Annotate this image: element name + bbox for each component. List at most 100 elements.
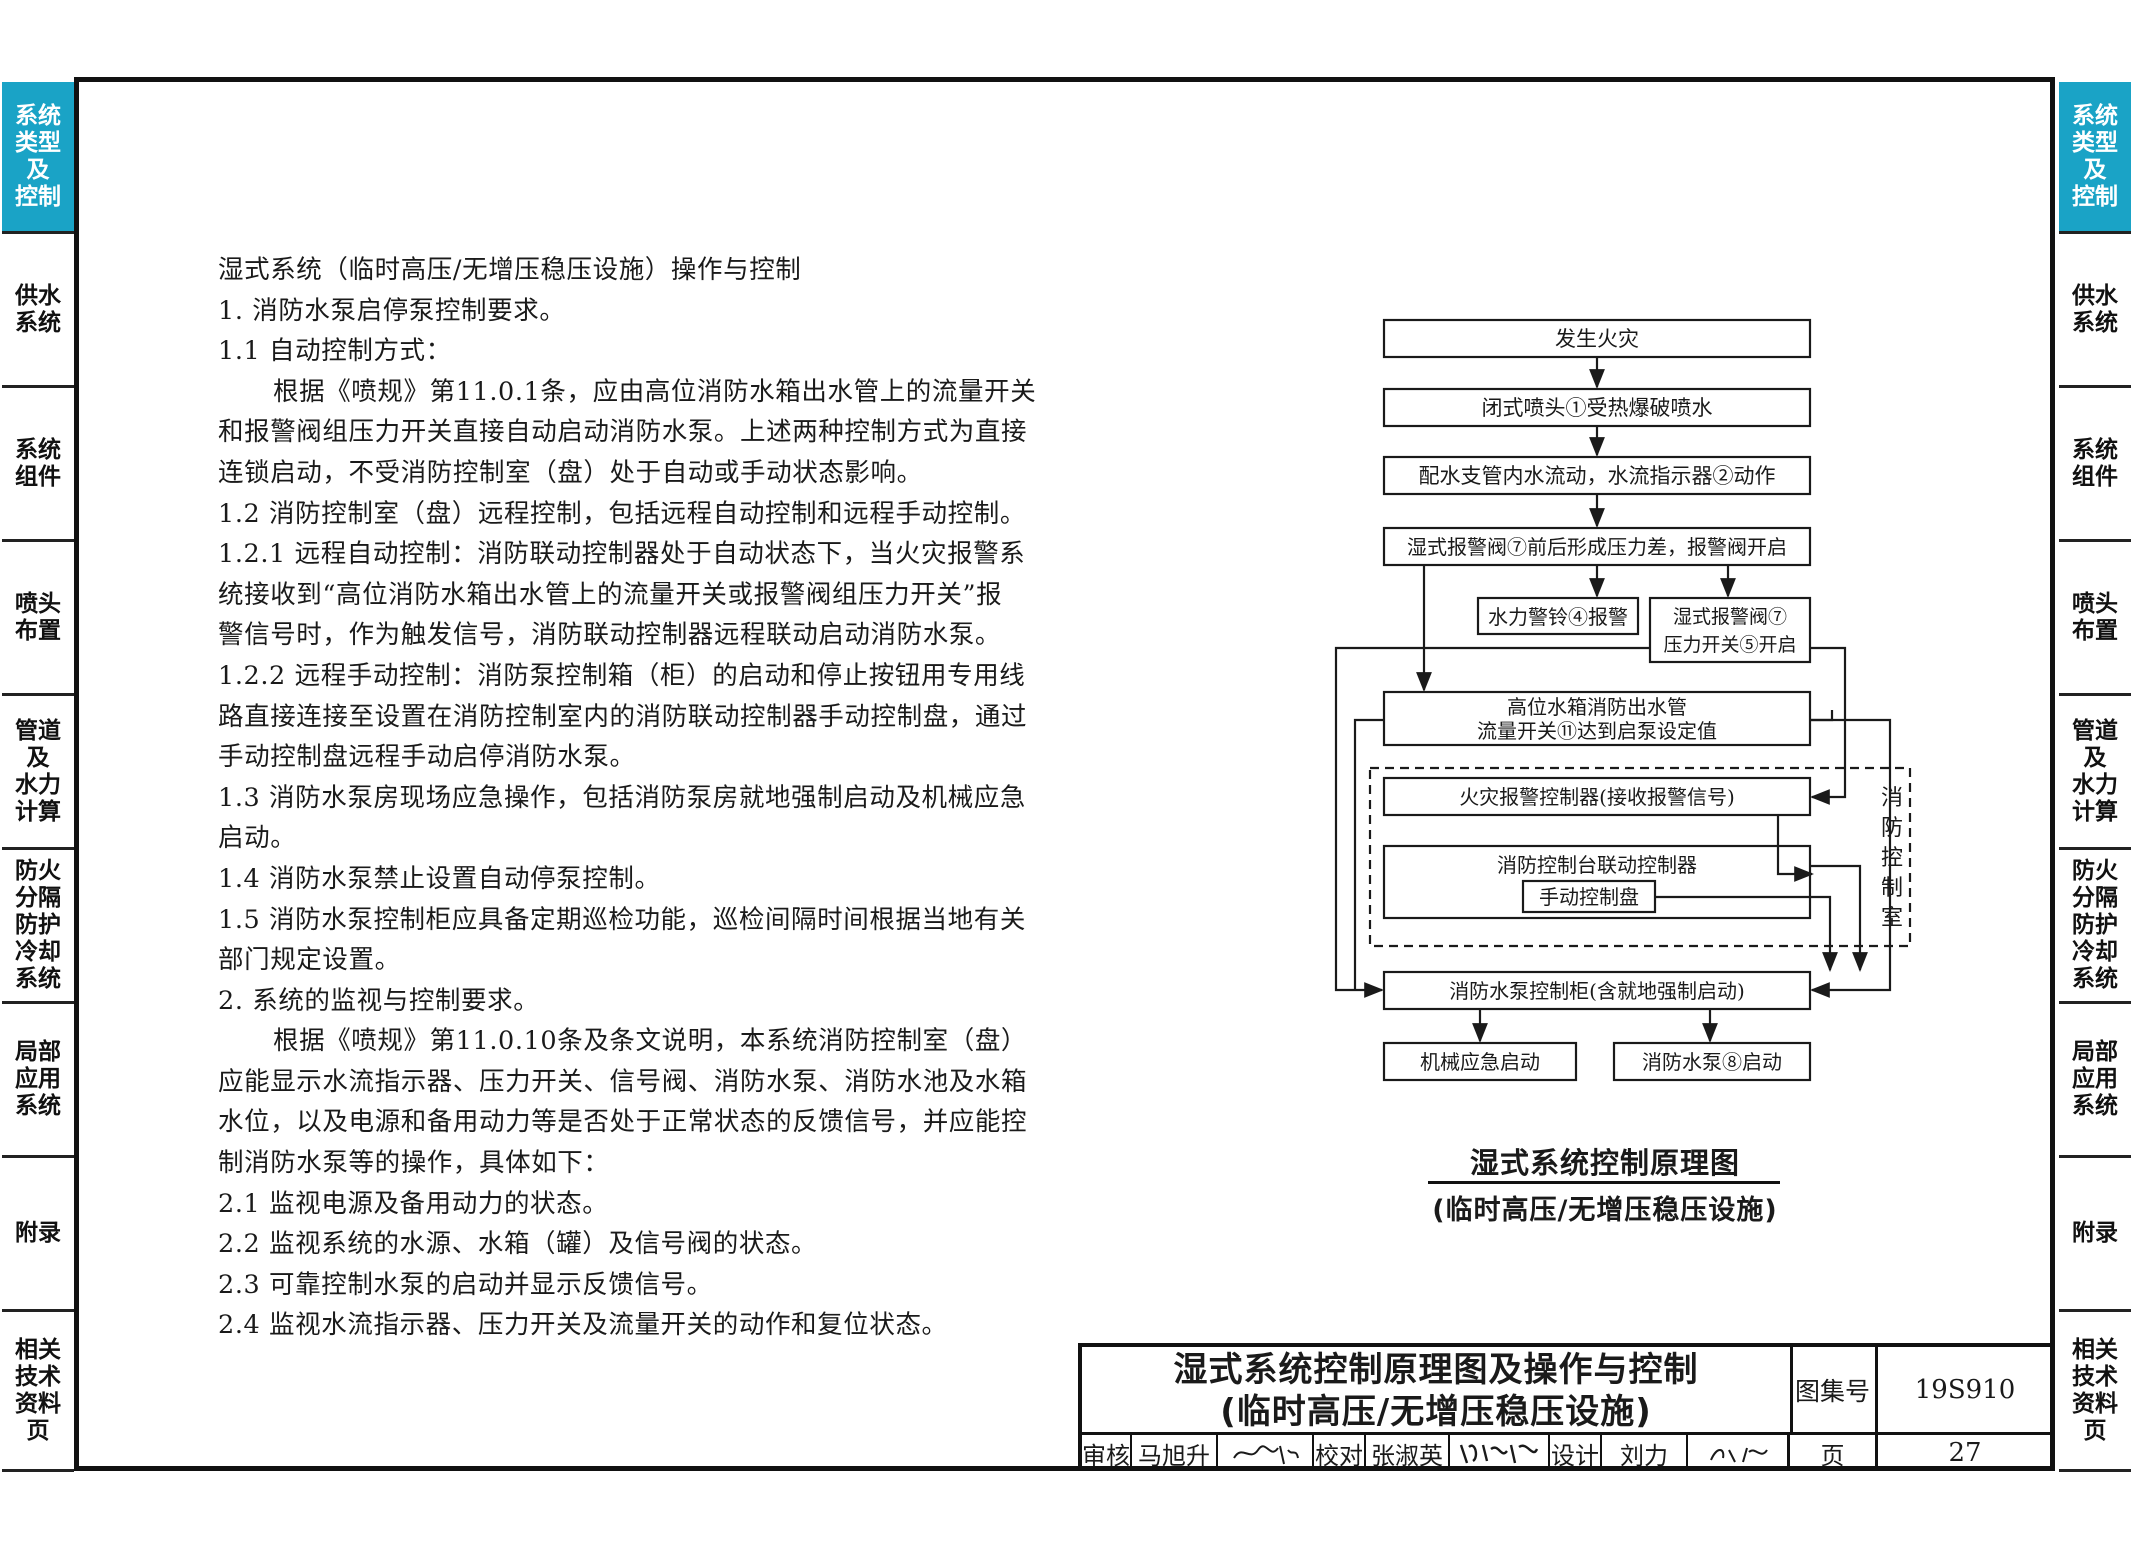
body-text-line: 部门规定设置。: [218, 945, 401, 976]
side-tab-0[interactable]: 系统 类型 及 控制: [2059, 82, 2131, 234]
side-tab-6[interactable]: 局部 应用 系统: [2, 1004, 74, 1158]
body-text-line: 2.4 监视水流指示器、压力开关及流量开关的动作和复位状态。: [218, 1310, 948, 1341]
body-text-line: 1.2.1 远程自动控制：消防联动控制器处于自动状态下，当火灾报警系: [218, 539, 1026, 570]
side-tab-label: 供水 系统: [2072, 282, 2118, 336]
side-tab-label: 相关 技术 资料 页: [2072, 1336, 2118, 1444]
title-block-title: 湿式系统控制原理图及操作与控制 (临时高压/无增压稳压设施): [1082, 1347, 1793, 1432]
check-signature: [1450, 1435, 1550, 1471]
design-label: 设计: [1550, 1435, 1602, 1471]
side-tab-3[interactable]: 喷头 布置: [2059, 542, 2131, 696]
side-tab-0[interactable]: 系统 类型 及 控制: [2, 82, 74, 234]
side-tab-label: 附录: [2072, 1220, 2118, 1246]
side-tab-label: 防火 分隔 防护 冷却 系统: [15, 858, 61, 992]
box-linkage: [1382, 844, 1812, 920]
flow-alarm: 火灾报警控制器(接收报警信号): [1459, 785, 1735, 809]
side-tab-4[interactable]: 管道 及 水力 计算: [2059, 696, 2131, 850]
review-name: 马旭升: [1132, 1435, 1218, 1471]
flow-tank-1: 高位水箱消防出水管: [1507, 695, 1687, 719]
body-text-line: 1.2.2 远程手动控制：消防泵控制箱（柜）的启动和停止按钮用专用线: [218, 660, 1026, 691]
body-text-line: 路直接连接至设置在消防控制室内的消防联动控制器手动控制盘，通过: [218, 701, 1028, 732]
body-text-line: 2.3 可靠控制水泵的启动并显示反馈信号。: [218, 1269, 713, 1300]
title-block-signatures: 审核 马旭升 校对 张淑英 设计 刘力 页 27: [1082, 1432, 2052, 1471]
body-text-line: 和报警阀组压力开关直接自动启动消防水泵。上述两种控制方式为直接: [218, 417, 1028, 448]
body-text-line: 2.1 监视电源及备用动力的状态。: [218, 1188, 609, 1219]
flow-pswitch-2: 压力开关⑤开启: [1663, 634, 1796, 656]
body-text-line: 水位，以及电源和备用动力等是否处于正常状态的反馈信号，并应能控: [218, 1107, 1028, 1138]
body-text-line: 启动。: [218, 823, 297, 854]
review-signature: [1218, 1435, 1314, 1471]
flow-pump: 消防水泵⑧启动: [1642, 1050, 1782, 1074]
box-bell: [1476, 596, 1640, 636]
box-pump: [1612, 1041, 1812, 1082]
box-pressure-switch: [1648, 596, 1812, 664]
side-tab-label: 附录: [15, 1220, 61, 1246]
check-label: 校对: [1314, 1435, 1366, 1471]
side-tab-label: 相关 技术 资料 页: [15, 1336, 61, 1444]
body-text-line: 1.2 消防控制室（盘）远程控制，包括远程自动控制和远程手动控制。: [218, 498, 1026, 529]
atlas-number: 19S910: [1914, 1374, 2016, 1405]
side-tab-8[interactable]: 相关 技术 资料 页: [2059, 1312, 2131, 1472]
body-text-line: 1.5 消防水泵控制柜应具备定期巡检功能，巡检间隔时间根据当地有关: [218, 904, 1026, 935]
box-tank: [1382, 690, 1812, 747]
flow-cabinet: 消防水泵控制柜(含就地强制启动): [1449, 979, 1745, 1003]
review-label: 审核: [1082, 1435, 1132, 1471]
side-tab-4[interactable]: 管道 及 水力 计算: [2, 696, 74, 850]
side-tab-label: 喷头 布置: [15, 590, 61, 644]
drawing-frame: [74, 77, 2055, 1471]
side-tab-label: 系统 组件: [2072, 436, 2118, 490]
body-text-line: 根据《喷规》第11.0.10条及条文说明，本系统消防控制室（盘）: [273, 1026, 1028, 1057]
side-tab-7[interactable]: 附录: [2059, 1158, 2131, 1312]
box-mech: [1382, 1041, 1578, 1082]
check-name: 张淑英: [1366, 1435, 1450, 1471]
body-text-line: 根据《喷规》第11.0.1条，应由高位消防水箱出水管上的流量开关: [273, 376, 1037, 407]
side-tab-label: 管道 及 水力 计算: [15, 717, 61, 825]
side-tab-label: 系统 类型 及 控制: [15, 102, 61, 210]
side-tab-label: 管道 及 水力 计算: [2072, 717, 2118, 825]
side-tab-label: 供水 系统: [15, 282, 61, 336]
diagram-caption-title: 湿式系统控制原理图: [1469, 1146, 1740, 1180]
side-tab-label: 局部 应用 系统: [2072, 1039, 2118, 1119]
side-tab-2[interactable]: 系统 组件: [2059, 388, 2131, 542]
flow-room-label: 消防控制室: [1881, 786, 1903, 931]
left-tab-bar: 系统 类型 及 控制供水 系统系统 组件喷头 布置管道 及 水力 计算防火 分隔…: [2, 82, 74, 1472]
diagram-caption-subtitle: (临时高压/无增压稳压设施): [1432, 1195, 1778, 1226]
side-tab-5[interactable]: 防火 分隔 防护 冷却 系统: [2, 850, 74, 1004]
side-tab-label: 局部 应用 系统: [15, 1039, 61, 1119]
body-text-line: 1.3 消防水泵房现场应急操作，包括消防泵房就地强制启动及机械应急: [218, 782, 1026, 813]
side-tab-2[interactable]: 系统 组件: [2, 388, 74, 542]
box-cabinet: [1382, 970, 1812, 1011]
flow-fire: 发生火灾: [1555, 327, 1639, 351]
side-tab-7[interactable]: 附录: [2, 1158, 74, 1312]
side-tab-1[interactable]: 供水 系统: [2, 234, 74, 388]
side-tab-5[interactable]: 防火 分隔 防护 冷却 系统: [2059, 850, 2131, 1004]
flow-branch: 配水支管内水流动，水流指示器②动作: [1419, 464, 1776, 488]
body-text-line: 连锁启动，不受消防控制室（盘）处于自动或手动状态影响。: [218, 457, 923, 488]
caption-underline: [1428, 1181, 1780, 1184]
right-tab-bar: 系统 类型 及 控制供水 系统系统 组件喷头 布置管道 及 水力 计算防火 分隔…: [2059, 82, 2131, 1472]
flow-tank-2: 流量开关⑪达到启泵设定值: [1477, 719, 1717, 743]
flow-pswitch-1: 湿式报警阀⑦: [1673, 606, 1787, 628]
body-text-line: 警信号时，作为触发信号，消防联动控制器远程联动启动消防水泵。: [218, 620, 1002, 651]
flow-linkage: 消防控制台联动控制器: [1497, 853, 1697, 877]
flow-sprinkler: 闭式喷头①受热爆破喷水: [1482, 396, 1713, 420]
flow-bell: 水力警铃④报警: [1488, 605, 1628, 629]
side-tab-6[interactable]: 局部 应用 系统: [2059, 1004, 2131, 1158]
body-text-line: 统接收到“高位消防水箱出水管上的流量开关或报警阀组压力开关”报: [218, 579, 1003, 610]
body-text-line: 1.1 自动控制方式：: [218, 336, 452, 367]
body-text-line: 手动控制盘远程手动启停消防水泵。: [218, 742, 636, 773]
body-text-line: 1. 消防水泵启停泵控制要求。: [218, 295, 566, 326]
side-tab-3[interactable]: 喷头 布置: [2, 542, 74, 696]
side-tab-1[interactable]: 供水 系统: [2059, 234, 2131, 388]
side-tab-label: 防火 分隔 防护 冷却 系统: [2072, 858, 2118, 992]
flow-valve: 湿式报警阀⑦前后形成压力差，报警阀开启: [1407, 535, 1787, 559]
box-alarm: [1382, 776, 1812, 817]
side-tab-label: 系统 组件: [15, 436, 61, 490]
control-flowchart: 发生火灾 闭式喷头①受热爆破喷水 配水支管内水流动，水流指示器②动作 湿式报警阀…: [1334, 318, 1912, 1082]
body-text-line: 2. 系统的监视与控制要求。: [218, 985, 540, 1016]
body-text-line: 2.2 监视系统的水源、水箱（罐）及信号阀的状态。: [218, 1229, 818, 1260]
page-label: 页: [1790, 1435, 1878, 1471]
side-tab-8[interactable]: 相关 技术 资料 页: [2, 1312, 74, 1472]
page-number: 27: [1948, 1438, 1982, 1468]
body-text-line: 制消防水泵等的操作，具体如下：: [218, 1148, 610, 1179]
